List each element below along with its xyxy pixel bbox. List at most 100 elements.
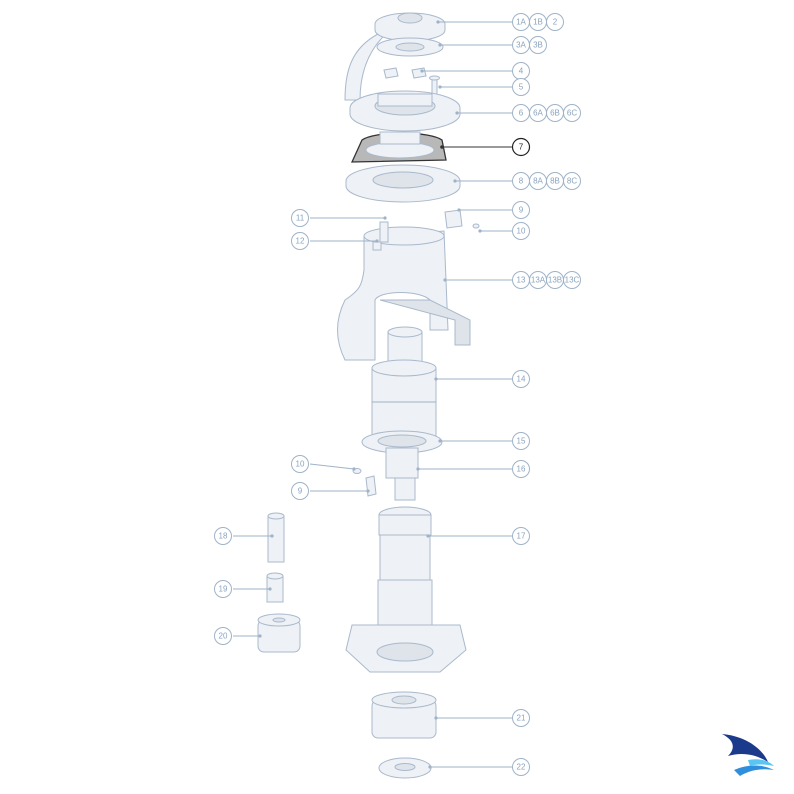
callout-5: 5 (512, 78, 530, 96)
part-top-cap (344, 12, 446, 101)
callout-circle (214, 627, 232, 645)
part-drum (337, 221, 471, 361)
callout-text: 4 (519, 67, 524, 76)
callout-circle (214, 580, 232, 598)
callout-circle (291, 482, 309, 500)
callout-text: 6 (519, 109, 524, 118)
callout-circle (512, 78, 530, 96)
callout-8: 8 8A 8B 8C (512, 172, 581, 190)
callout-text: 11 (296, 214, 305, 223)
callout-circle (512, 370, 530, 388)
callout-12: 12 (291, 232, 309, 250)
callout-circle (512, 709, 530, 727)
callout-circle (529, 36, 547, 54)
callout-circle (563, 104, 581, 122)
part-gear-21 (371, 691, 437, 739)
callout-circle (512, 460, 530, 478)
callout-10: 10 (512, 222, 530, 240)
callout-text: 13C (565, 276, 580, 285)
callout-text: 13A (531, 276, 546, 285)
part-shaft-16 (385, 447, 419, 501)
callout-text: 12 (296, 237, 305, 246)
callout-15: 15 (512, 432, 530, 450)
callout-21: 21 (512, 709, 530, 727)
callout-text: 17 (517, 532, 526, 541)
part-washer-22 (378, 757, 432, 779)
callout-text: 6C (567, 109, 577, 118)
callout-text: 8A (533, 177, 543, 186)
callout-circle (291, 209, 309, 227)
callout-text: 19 (219, 585, 228, 594)
sail-swoosh-icon (722, 734, 768, 762)
callout-circle (546, 13, 564, 31)
callout-10: 10 (291, 455, 309, 473)
callout-text: 1B (533, 18, 543, 27)
callout-text: 22 (517, 763, 526, 772)
brand-logo (722, 734, 774, 776)
callout-text: 20 (219, 632, 228, 641)
callout-3a: 3A 3B (512, 36, 547, 54)
callout-9: 9 (512, 201, 530, 219)
callout-text: 8 (519, 177, 524, 186)
callout-circle (512, 527, 530, 545)
callout-circle (214, 527, 232, 545)
callout-text: 2 (553, 18, 558, 27)
callout-text: 9 (298, 487, 303, 496)
part-pin-18 (267, 512, 285, 563)
callout-1a: 1A 1B 2 (512, 13, 564, 31)
callout-text: 10 (517, 227, 526, 236)
callout-text: 13 (517, 276, 526, 285)
part-gear-14 (371, 326, 437, 441)
callout-circle (291, 232, 309, 250)
callout-20: 20 (214, 627, 232, 645)
part-lower-ring (345, 164, 461, 203)
part-bush-19 (266, 572, 284, 603)
callout-text: 18 (219, 532, 228, 541)
callout-text: 15 (517, 437, 526, 446)
callout-text: 1A (516, 18, 526, 27)
callout-11: 11 (291, 209, 309, 227)
sail-swoosh-accent (734, 765, 774, 776)
callout-text: 6A (533, 109, 543, 118)
callout-14: 14 (512, 370, 530, 388)
callout-text: 9 (519, 206, 524, 215)
callout-circle (563, 271, 581, 289)
callout-18: 18 (214, 527, 232, 545)
part-cap-ring (376, 37, 444, 57)
callout-4: 4 (512, 62, 530, 80)
part-pinion-20 (257, 613, 301, 653)
part-top-housing (349, 90, 461, 132)
part-key-9b (365, 475, 377, 497)
callout-9: 9 (291, 482, 309, 500)
callout-text: 13B (548, 276, 562, 285)
part-pawls (383, 67, 440, 97)
callout-text: 21 (517, 714, 526, 723)
callout-text: 3A (516, 41, 526, 50)
callout-text: 8B (550, 177, 560, 186)
callout-text: 3B (533, 41, 543, 50)
callout-circle (512, 758, 530, 776)
callout-22: 22 (512, 758, 530, 776)
part-base-17 (345, 506, 467, 673)
callout-text: 10 (296, 460, 305, 469)
callout-7: 7 (511, 137, 531, 157)
callout-17: 17 (512, 527, 530, 545)
callout-text: 16 (517, 465, 526, 474)
callout-circle (511, 137, 531, 157)
callout-circle (563, 172, 581, 190)
callout-text: 7 (519, 143, 524, 152)
callout-circle (512, 432, 530, 450)
callout-16: 16 (512, 460, 530, 478)
callout-circle (291, 455, 309, 473)
callout-6: 6 6A 6B 6C (512, 104, 581, 122)
callout-text: 6B (550, 109, 560, 118)
callout-circle (512, 201, 530, 219)
sail-swoosh-highlight (748, 759, 774, 766)
callout-text: 14 (517, 375, 526, 384)
callout-circle (512, 222, 530, 240)
callout-text: 8C (567, 177, 577, 186)
leader-lines (233, 20, 512, 769)
